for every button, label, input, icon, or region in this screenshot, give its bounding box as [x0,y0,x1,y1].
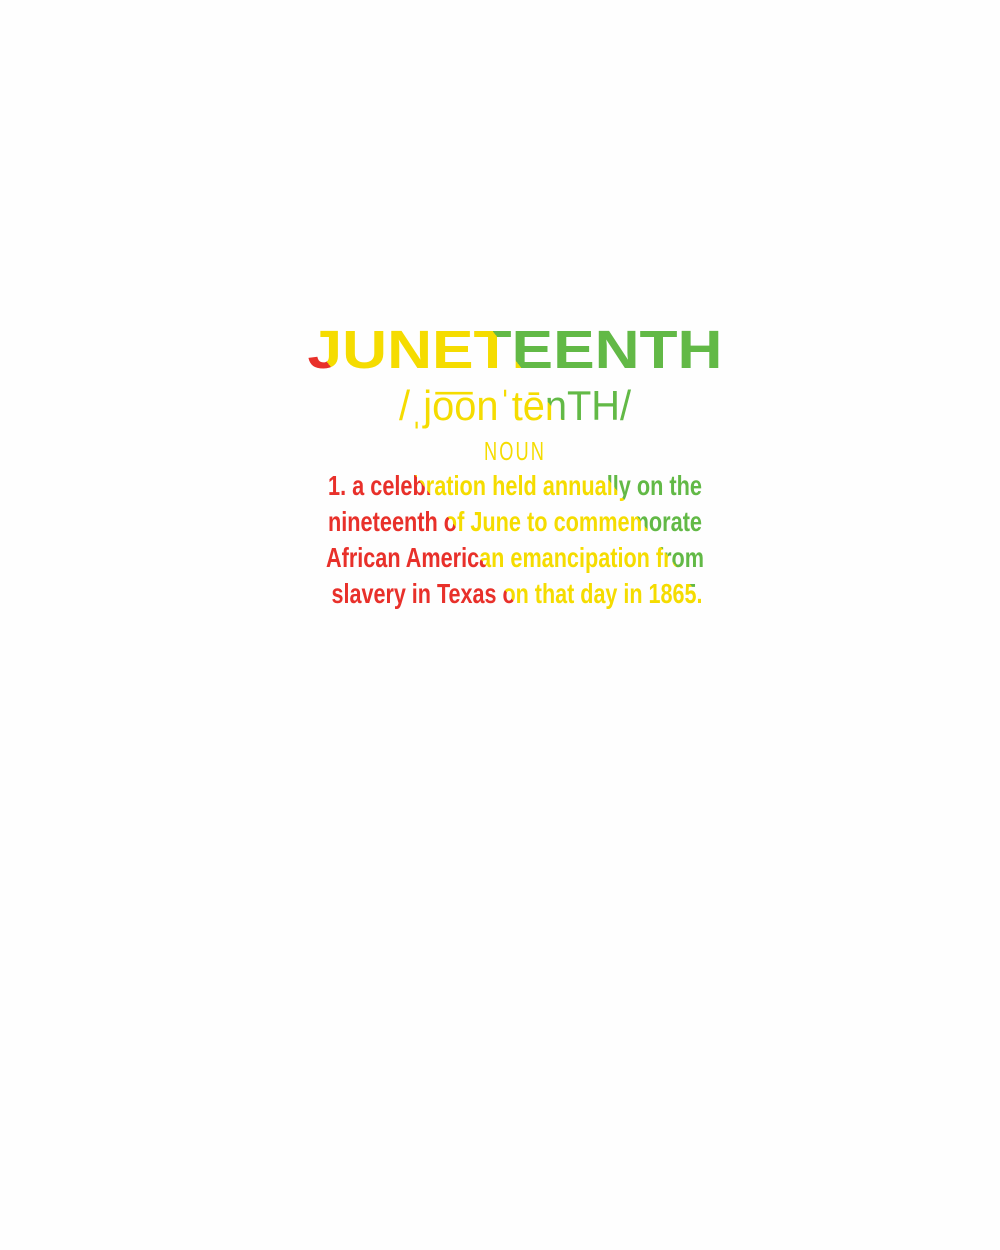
definition-line: 1. a celebration held annually on the [328,470,702,501]
part-of-speech: NOUN [484,436,546,466]
pronunciation: /ˌjo͞onˈtēnTH/ [399,382,631,429]
definition-line: nineteenth of June to commemorate [328,506,702,537]
title: JUNETEENTH [308,320,723,380]
definition-line: African American emancipation from [326,542,704,573]
definition-line: slavery in Texas on that day in 1865. [332,578,703,609]
